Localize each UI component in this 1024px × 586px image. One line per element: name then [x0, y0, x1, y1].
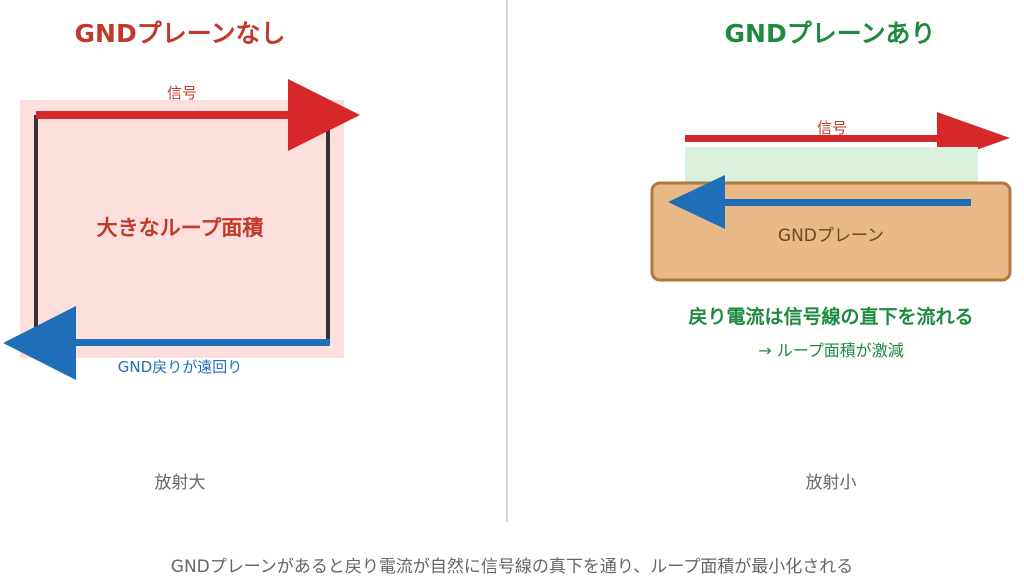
return-current-note: 戻り電流は信号線の直下を流れる — [688, 305, 973, 328]
return-arrow-right — [668, 175, 971, 229]
gnd-plane-label: GNDプレーン — [778, 226, 884, 246]
right-signal-label: 信号 — [817, 119, 847, 137]
left-title: GNDプレーンなし — [75, 19, 286, 48]
loop-area-label: 大きなループ面積 — [97, 216, 265, 240]
return-path-label: GND戻りが遠回り — [118, 358, 242, 376]
gnd-plane — [650, 181, 1012, 282]
right-title: GNDプレーンあり — [725, 19, 936, 48]
signal-arrow — [36, 79, 360, 151]
left-panel: GNDプレーンなし 信号 大きなループ面積 GND戻りが遠回り 放射大 — [3, 19, 360, 493]
right-footer: 放射小 — [806, 473, 857, 493]
right-panel: GNDプレーンあり 信号 GNDプレーン 戻り電流は信号線の直下を流れる → ル… — [650, 19, 1012, 493]
diagram-caption: GNDプレーンがあると戻り電流が自然に信号線の真下を通り、ループ面積が最小化され… — [171, 557, 853, 577]
return-arrow — [3, 306, 330, 380]
left-signal-label: 信号 — [167, 84, 197, 102]
signal-zone — [685, 147, 978, 183]
left-footer: 放射大 — [155, 473, 206, 493]
loop-reduction-note: → ループ面積が激減 — [758, 341, 904, 360]
